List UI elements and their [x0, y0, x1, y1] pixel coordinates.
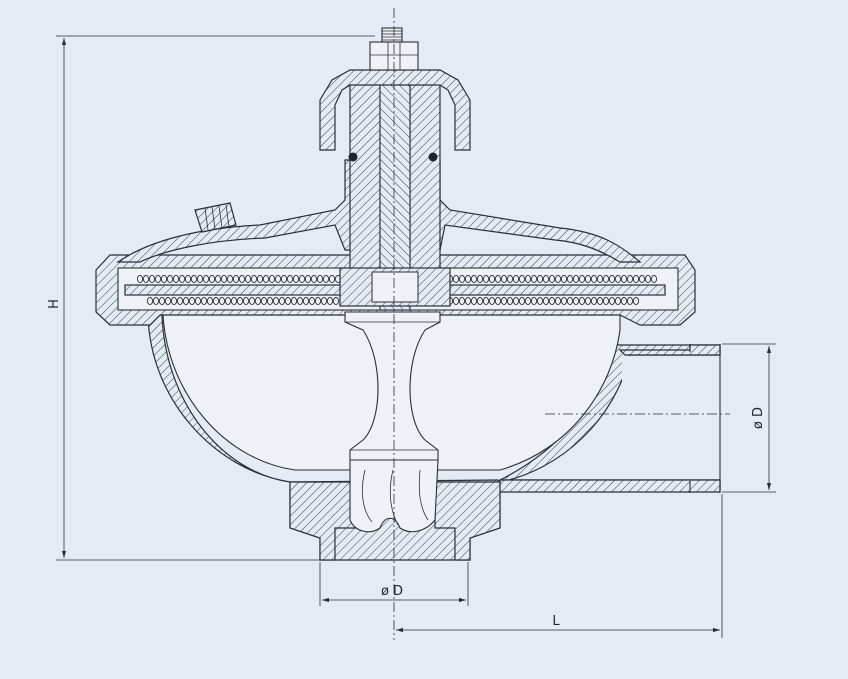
- outlet-pipe-bottom: [499, 479, 721, 493]
- dimension-l-label: L: [552, 614, 560, 629]
- spring-coils-top: [136, 274, 658, 284]
- dimension-outlet-diameter-label: ø D: [751, 407, 766, 429]
- diaphragm-plate-left: [124, 284, 366, 296]
- stem-guide-left: [349, 79, 381, 271]
- spring-coils-bottom: [146, 296, 640, 306]
- stem-guide-right: [409, 79, 441, 271]
- o-ring-right: [428, 152, 438, 162]
- dimension-h-label: H: [47, 299, 62, 309]
- dimension-inlet-diameter-label: ø D: [381, 584, 403, 599]
- diaphragm-plate-right: [424, 284, 666, 296]
- o-ring-left: [348, 152, 358, 162]
- outlet-pipe-bore: [622, 356, 720, 479]
- stem-thread: [381, 27, 403, 43]
